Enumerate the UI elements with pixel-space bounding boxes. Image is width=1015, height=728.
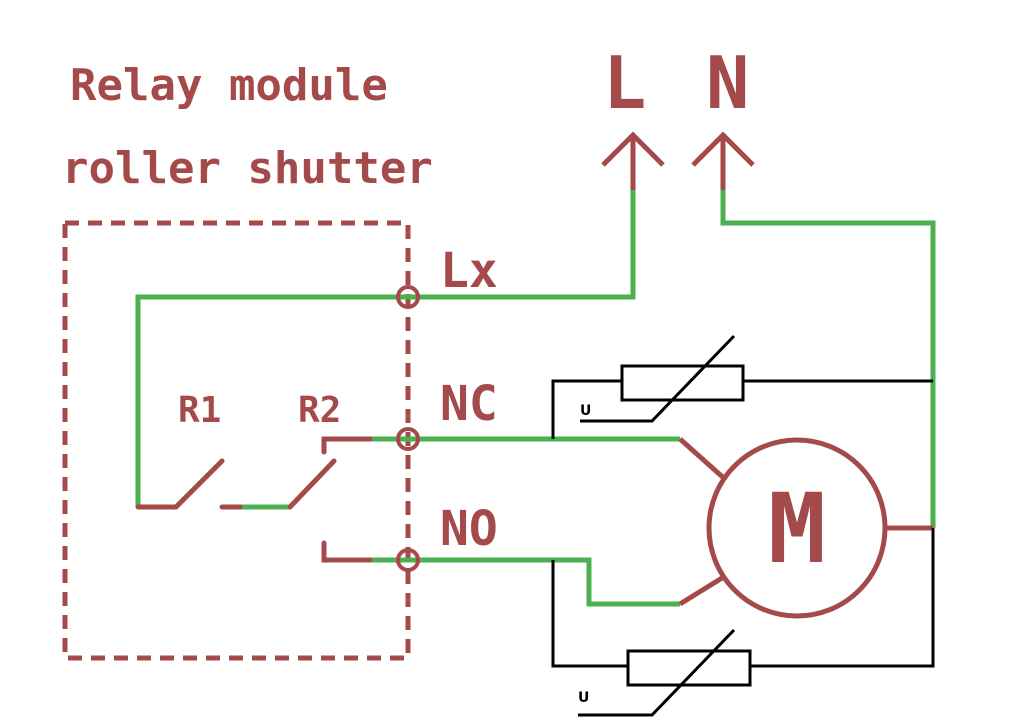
r2-contact — [287, 458, 337, 510]
nc-terminal — [396, 427, 420, 451]
wire-neutral-to-motor — [720, 190, 936, 528]
varistor-top-body — [620, 364, 745, 402]
neutral-supply-arrow — [691, 131, 755, 190]
line-supply-arrow — [601, 131, 665, 190]
title-line-1: Relay module — [70, 60, 388, 111]
varistor-top-label: U — [580, 403, 591, 419]
r2-label: R2 — [298, 390, 341, 431]
motor-lead-no — [678, 575, 724, 607]
varistor-top — [580, 334, 745, 423]
varistor-bottom-slash — [578, 628, 736, 717]
title-line-2: roller shutter — [62, 143, 433, 194]
wire-no — [370, 557, 680, 607]
wire-line-to-lx — [135, 190, 636, 507]
wire-varistor-bottom-right — [750, 528, 935, 668]
motor: M — [678, 437, 933, 619]
varistor-bottom-body — [626, 649, 752, 687]
green-wiring — [135, 190, 936, 607]
wire-varistor-top-left — [551, 379, 622, 439]
wire-varistor-bottom-left — [551, 560, 628, 668]
varistor-bottom-label: U — [578, 690, 589, 706]
relay-contacts — [135, 436, 373, 563]
no-label: NO — [440, 501, 498, 557]
varistor-bottom — [578, 628, 752, 717]
r1-contact — [173, 458, 225, 510]
motor-lead-nc — [678, 437, 728, 482]
lx-label: Lx — [440, 243, 498, 299]
motor-label: M — [768, 473, 826, 585]
line-label: L — [603, 41, 646, 125]
neutral-label: N — [706, 41, 749, 125]
no-terminal — [396, 548, 420, 572]
nc-label: NC — [440, 376, 498, 432]
varistor-top-slash — [580, 334, 736, 423]
varistor-wiring — [551, 379, 935, 668]
r1-label: R1 — [178, 390, 221, 431]
lx-terminal — [396, 285, 420, 309]
